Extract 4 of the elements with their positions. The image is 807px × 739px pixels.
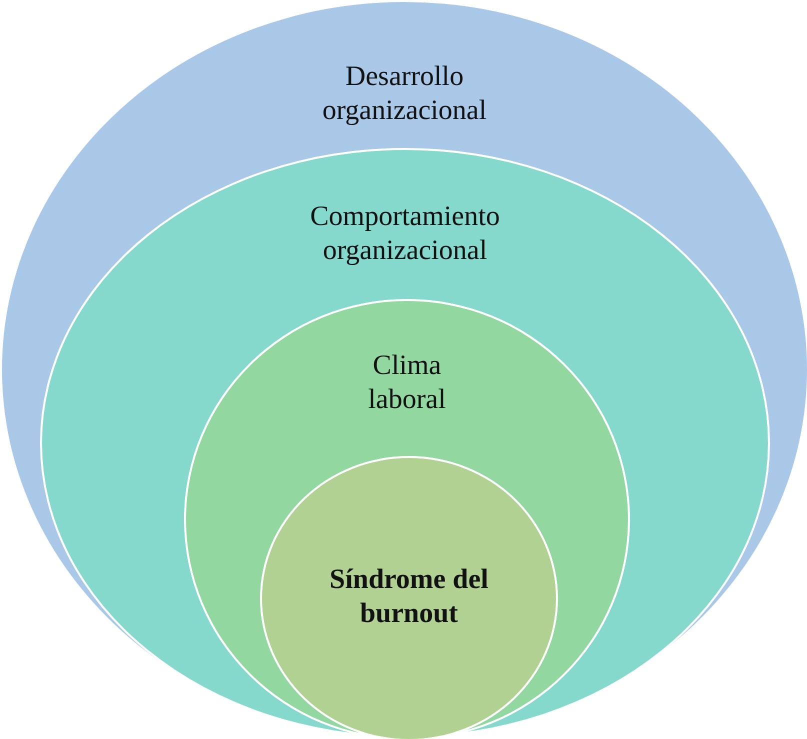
ellipse-label: Clima laboral xyxy=(367,349,447,417)
ellipse-label: Comportamiento organizacional xyxy=(309,200,501,268)
ellipse-label: Síndrome del burnout xyxy=(328,563,490,631)
ellipse-label: Desarrollo organizacional xyxy=(321,60,488,128)
